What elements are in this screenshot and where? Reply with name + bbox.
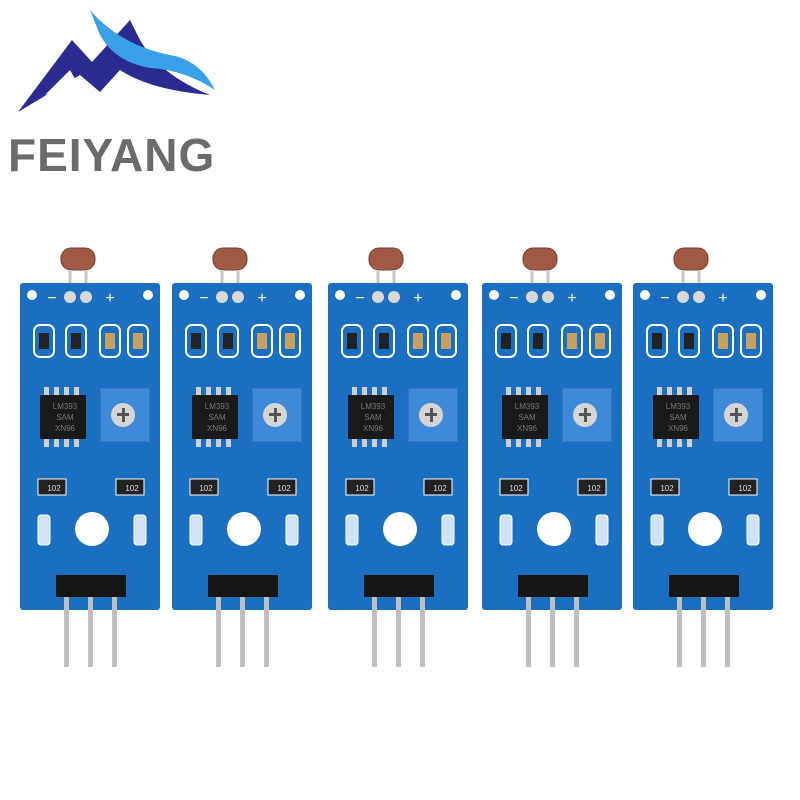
potentiometer	[561, 387, 613, 443]
pin-minus-label: −	[199, 290, 208, 307]
svg-text:102: 102	[509, 484, 523, 493]
pin-plus-label: +	[257, 290, 266, 307]
mount-hole	[227, 512, 261, 546]
pin-header	[669, 575, 739, 597]
led-indicator	[189, 514, 203, 546]
svg-text:102: 102	[355, 484, 369, 493]
pin-header	[518, 575, 588, 597]
pcb-board	[172, 283, 312, 610]
svg-text:102: 102	[125, 484, 139, 493]
pin-header	[56, 575, 126, 597]
pin-plus-label: +	[718, 290, 727, 307]
pcb-board	[20, 283, 160, 610]
svg-text:SAM: SAM	[208, 413, 226, 422]
svg-text:SAM: SAM	[518, 413, 536, 422]
feiyang-logo: FEIYANG	[0, 0, 240, 200]
svg-text:XN96: XN96	[55, 424, 76, 433]
svg-text:SAM: SAM	[669, 413, 687, 422]
svg-text:102: 102	[587, 484, 601, 493]
led-indicator	[746, 514, 760, 546]
potentiometer	[712, 387, 764, 443]
svg-text:LM393: LM393	[53, 402, 78, 411]
svg-text:XN96: XN96	[207, 424, 228, 433]
svg-text:XN96: XN96	[517, 424, 538, 433]
photoresistor	[368, 247, 404, 271]
led-indicator	[345, 514, 359, 546]
pin-header	[364, 575, 434, 597]
pin-plus-label: +	[413, 290, 422, 307]
svg-text:LM393: LM393	[515, 402, 540, 411]
svg-text:102: 102	[660, 484, 674, 493]
led-indicator	[441, 514, 455, 546]
potentiometer	[99, 387, 151, 443]
svg-text:LM393: LM393	[666, 402, 691, 411]
svg-text:XN96: XN96	[363, 424, 384, 433]
photoresistor	[212, 247, 248, 271]
svg-text:SAM: SAM	[56, 413, 74, 422]
pin-minus-label: −	[509, 290, 518, 307]
led-indicator	[650, 514, 664, 546]
pin-minus-label: −	[660, 290, 669, 307]
mount-hole	[537, 512, 571, 546]
potentiometer	[251, 387, 303, 443]
pcb-board	[633, 283, 773, 610]
svg-text:LM393: LM393	[361, 402, 386, 411]
pin-minus-label: −	[47, 290, 56, 307]
led-indicator	[285, 514, 299, 546]
photoresistor	[60, 247, 96, 271]
led-indicator	[595, 514, 609, 546]
svg-text:102: 102	[277, 484, 291, 493]
led-indicator	[37, 514, 51, 546]
svg-text:LM393: LM393	[205, 402, 230, 411]
photoresistor	[673, 247, 709, 271]
mount-hole	[383, 512, 417, 546]
svg-text:SAM: SAM	[364, 413, 382, 422]
pin-plus-label: +	[567, 290, 576, 307]
svg-text:102: 102	[433, 484, 447, 493]
mount-hole	[75, 512, 109, 546]
svg-text:102: 102	[199, 484, 213, 493]
svg-text:102: 102	[47, 484, 61, 493]
pin-minus-label: −	[355, 290, 364, 307]
logo-text: FEIYANG	[8, 129, 216, 181]
potentiometer	[407, 387, 459, 443]
pin-header	[208, 575, 278, 597]
logo-wave-icon	[18, 10, 215, 112]
mount-hole	[688, 512, 722, 546]
svg-text:102: 102	[738, 484, 752, 493]
pin-plus-label: +	[105, 290, 114, 307]
svg-text:XN96: XN96	[668, 424, 689, 433]
pcb-board	[328, 283, 468, 610]
led-indicator	[499, 514, 513, 546]
led-indicator	[133, 514, 147, 546]
photoresistor	[522, 247, 558, 271]
pcb-board	[482, 283, 622, 610]
